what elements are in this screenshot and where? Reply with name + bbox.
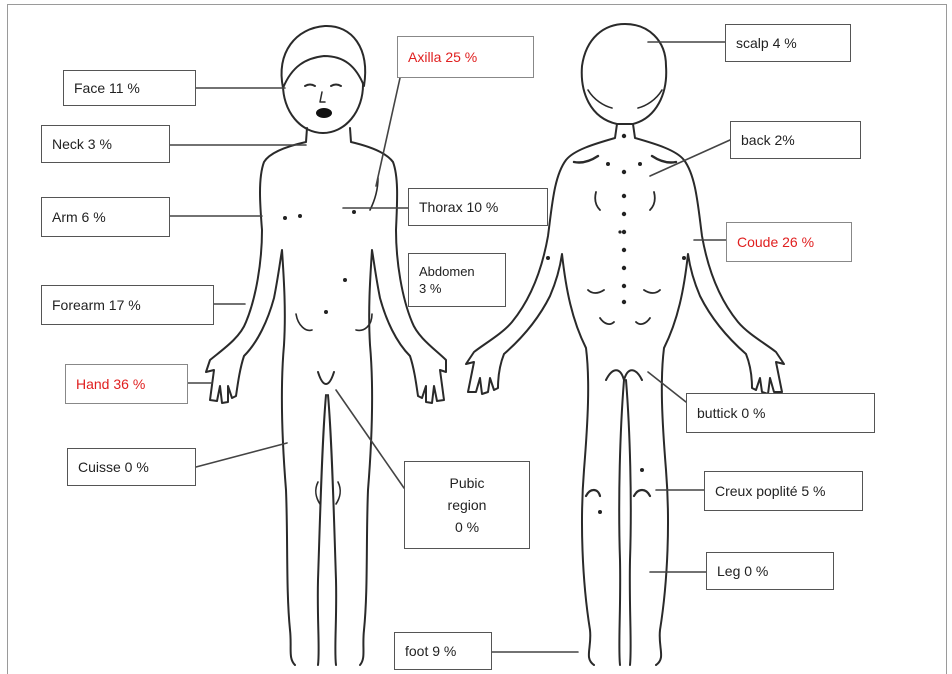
creux-poplite-label: Creux poplité 5 % <box>704 471 863 511</box>
front-crotch <box>318 372 334 384</box>
back-hairline <box>588 90 662 108</box>
abdomen-label: Abdomen 3 % <box>408 253 506 307</box>
back-label: back 2% <box>730 121 861 159</box>
front-body-figure <box>206 26 446 665</box>
pubic-label-line1: Pubic <box>449 472 484 494</box>
axilla-leader <box>376 78 400 186</box>
back-buttocks <box>606 370 642 380</box>
leg-label: Leg 0 % <box>706 552 834 590</box>
face-label: Face 11 % <box>63 70 196 106</box>
scalp-label: scalp 4 % <box>725 24 851 62</box>
pubic-label-line2: region <box>448 494 487 516</box>
arm-label: Arm 6 % <box>41 197 170 237</box>
front-hip-lines <box>296 314 372 330</box>
thorax-label: Thorax 10 % <box>408 188 548 226</box>
abdomen-label-line2: 3 % <box>419 280 475 297</box>
pubic-region-label: Pubic region 0 % <box>404 461 530 549</box>
back-waist-lines <box>588 290 660 293</box>
front-inner-legs <box>318 395 336 665</box>
coude-label: Coude 26 % <box>726 222 852 262</box>
front-hair <box>282 26 366 88</box>
front-knees <box>316 482 340 504</box>
buttick-label: buttick 0 % <box>686 393 875 433</box>
front-spots <box>283 210 356 314</box>
back-inner-legs <box>619 380 631 665</box>
pubic-label-line3: 0 % <box>455 516 479 538</box>
back-shoulder-blades <box>574 156 676 163</box>
buttick-leader <box>648 372 686 402</box>
hand-label: Hand 36 % <box>65 364 188 404</box>
front-mouth <box>316 108 332 118</box>
back-knee-creases <box>586 490 650 496</box>
leader-lines <box>170 42 730 652</box>
axilla-label: Axilla 25 % <box>397 36 534 78</box>
front-nose <box>320 92 325 102</box>
cuisse-label: Cuisse 0 % <box>67 448 196 486</box>
neck-label: Neck 3 % <box>41 125 170 163</box>
front-eyes <box>305 85 341 87</box>
cuisse-leader <box>196 443 287 467</box>
foot-label: foot 9 % <box>394 632 492 670</box>
back-head <box>582 24 666 124</box>
abdomen-label-line1: Abdomen <box>419 263 475 280</box>
forearm-label: Forearm 17 % <box>41 285 214 325</box>
back-sacral-lines <box>600 318 650 324</box>
